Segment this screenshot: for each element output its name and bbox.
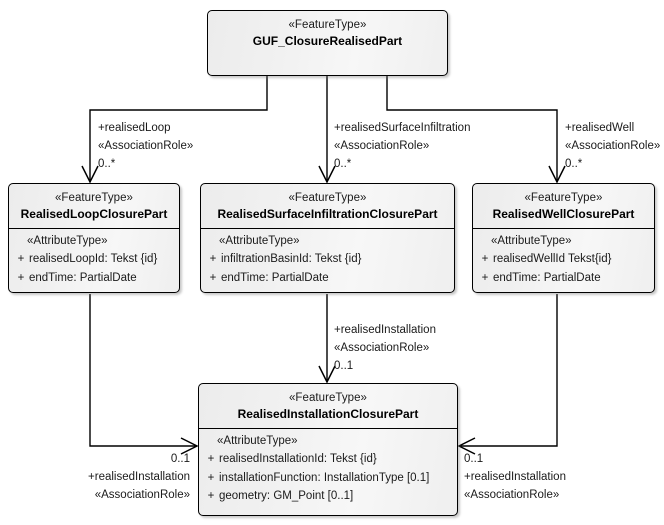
attribute-text: infiltrationBasinId: Tekst {id} — [221, 253, 362, 266]
visibility-marker: + — [481, 253, 489, 266]
association-label-root-to-well: +realisedWell «AssociationRole» 0..* — [565, 119, 660, 173]
class-realised-well-closure-part[interactable]: «FeatureType» RealisedWellClosurePart «A… — [472, 183, 655, 293]
attribute-row: + endTime: PartialDate — [13, 269, 175, 288]
class-name: RealisedLoopClosurePart — [20, 206, 168, 221]
association-multiplicity: 0..1 — [170, 453, 190, 465]
class-header: «FeatureType» RealisedInstallationClosur… — [199, 384, 457, 428]
association-label-well-to-installation: 0..1 +realisedInstallation «AssociationR… — [464, 450, 566, 504]
attribute-text: endTime: PartialDate — [29, 271, 137, 284]
association-multiplicity: 0..1 — [334, 360, 354, 373]
attribute-text: realisedLoopId: Tekst {id} — [29, 253, 158, 266]
attribute-stereotype: «AttributeType» — [217, 435, 298, 448]
visibility-marker: + — [17, 253, 25, 266]
visibility-marker: + — [207, 490, 215, 503]
association-role: +realisedSurfaceInfiltration — [334, 122, 471, 134]
attribute-stereotype: «AttributeType» — [27, 235, 108, 248]
attribute-compartment: «AttributeType» + realisedWellId Tekst{i… — [473, 229, 654, 292]
attribute-text: endTime: PartialDate — [493, 271, 601, 284]
attribute-row: + endTime: PartialDate — [205, 269, 450, 288]
association-role: +realisedLoop — [98, 122, 171, 134]
association-multiplicity: 0..* — [334, 158, 352, 171]
class-header: «FeatureType» RealisedWellClosurePart — [473, 184, 654, 228]
association-label-loop-to-installation: 0..1 +realisedInstallation «AssociationR… — [30, 450, 190, 504]
attribute-text: geometry: GM_Point [0..1] — [219, 490, 354, 503]
association-multiplicity: 0..* — [565, 158, 583, 171]
visibility-marker: + — [209, 271, 217, 284]
visibility-marker: + — [209, 253, 217, 266]
class-name: GUF_ClosureRealisedPart — [252, 33, 403, 48]
attribute-stereotype: «AttributeType» — [491, 235, 572, 248]
attribute-text: endTime: PartialDate — [221, 271, 329, 284]
association-role: +realisedInstallation — [464, 471, 566, 484]
association-multiplicity: 0..1 — [464, 453, 484, 465]
association-stereotype: «AssociationRole» — [334, 140, 430, 153]
class-header: «FeatureType» GUF_ClosureRealisedPart — [208, 11, 447, 55]
visibility-marker: + — [207, 453, 215, 466]
class-header: «FeatureType» RealisedLoopClosurePart — [9, 184, 179, 228]
attribute-text: realisedWellId Tekst{id} — [493, 253, 612, 266]
attribute-compartment: «AttributeType» + infiltrationBasinId: T… — [201, 229, 454, 292]
attribute-row: + infiltrationBasinId: Tekst {id} — [205, 250, 450, 269]
association-role: +realisedWell — [565, 122, 635, 134]
class-realised-installation-closure-part[interactable]: «FeatureType» RealisedInstallationClosur… — [198, 383, 458, 516]
attribute-compartment: «AttributeType» + realisedLoopId: Tekst … — [9, 229, 179, 292]
class-name: RealisedInstallationClosurePart — [237, 406, 419, 421]
connector-root-to-surface — [318, 76, 336, 184]
class-guf-closure-realised-part[interactable]: «FeatureType» GUF_ClosureRealisedPart — [207, 10, 448, 76]
compartment-divider — [9, 228, 179, 230]
association-stereotype: «AssociationRole» — [98, 140, 194, 153]
visibility-marker: + — [17, 271, 25, 284]
association-role: +realisedInstallation — [88, 471, 190, 484]
association-stereotype: «AssociationRole» — [334, 342, 430, 355]
attribute-text: installationFunction: InstallationType [… — [219, 471, 430, 484]
compartment-divider — [199, 428, 457, 430]
association-stereotype: «AssociationRole» — [464, 489, 560, 502]
visibility-marker: + — [207, 471, 215, 484]
connector-well-to-installation — [457, 294, 558, 455]
attribute-row: + endTime: PartialDate — [477, 269, 650, 288]
attribute-row: + geometry: GM_Point [0..1] — [203, 487, 453, 506]
class-stereotype: «FeatureType» — [54, 192, 133, 204]
compartment-divider — [201, 228, 454, 230]
association-stereotype: «AssociationRole» — [94, 489, 190, 502]
class-realised-loop-closure-part[interactable]: «FeatureType» RealisedLoopClosurePart «A… — [8, 183, 180, 293]
attribute-row: + realisedInstallationId: Tekst {id} — [203, 450, 453, 469]
association-label-root-to-surface: +realisedSurfaceInfiltration «Associatio… — [334, 119, 470, 173]
attribute-row: + installationFunction: InstallationType… — [203, 469, 453, 488]
class-header: «FeatureType» RealisedSurfaceInfiltratio… — [201, 184, 454, 228]
connector-surface-to-installation — [318, 294, 336, 384]
attribute-text: realisedInstallationId: Tekst {id} — [219, 453, 377, 466]
class-name: RealisedSurfaceInfiltrationClosurePart — [217, 206, 438, 221]
attribute-compartment: «AttributeType» + realisedInstallationId… — [199, 429, 457, 513]
class-name: RealisedWellClosurePart — [492, 206, 635, 221]
association-label-root-to-loop: +realisedLoop «AssociationRole» 0..* — [98, 119, 193, 173]
connector-loop-to-installation — [89, 294, 199, 455]
compartment-divider — [473, 228, 654, 230]
attribute-row: + realisedLoopId: Tekst {id} — [13, 250, 175, 269]
class-stereotype: «FeatureType» — [288, 19, 367, 31]
class-stereotype: «FeatureType» — [288, 192, 367, 204]
association-multiplicity: 0..* — [98, 158, 116, 171]
class-realised-surface-infiltration-closure-part[interactable]: «FeatureType» RealisedSurfaceInfiltratio… — [200, 183, 455, 293]
visibility-marker: + — [481, 271, 489, 284]
association-role: +realisedInstallation — [334, 324, 436, 336]
class-stereotype: «FeatureType» — [524, 192, 603, 204]
attribute-row: + realisedWellId Tekst{id} — [477, 250, 650, 269]
association-stereotype: «AssociationRole» — [565, 140, 661, 153]
association-label-surface-to-installation: +realisedInstallation «AssociationRole» … — [334, 321, 436, 375]
attribute-stereotype: «AttributeType» — [219, 235, 300, 248]
class-stereotype: «FeatureType» — [288, 392, 367, 404]
